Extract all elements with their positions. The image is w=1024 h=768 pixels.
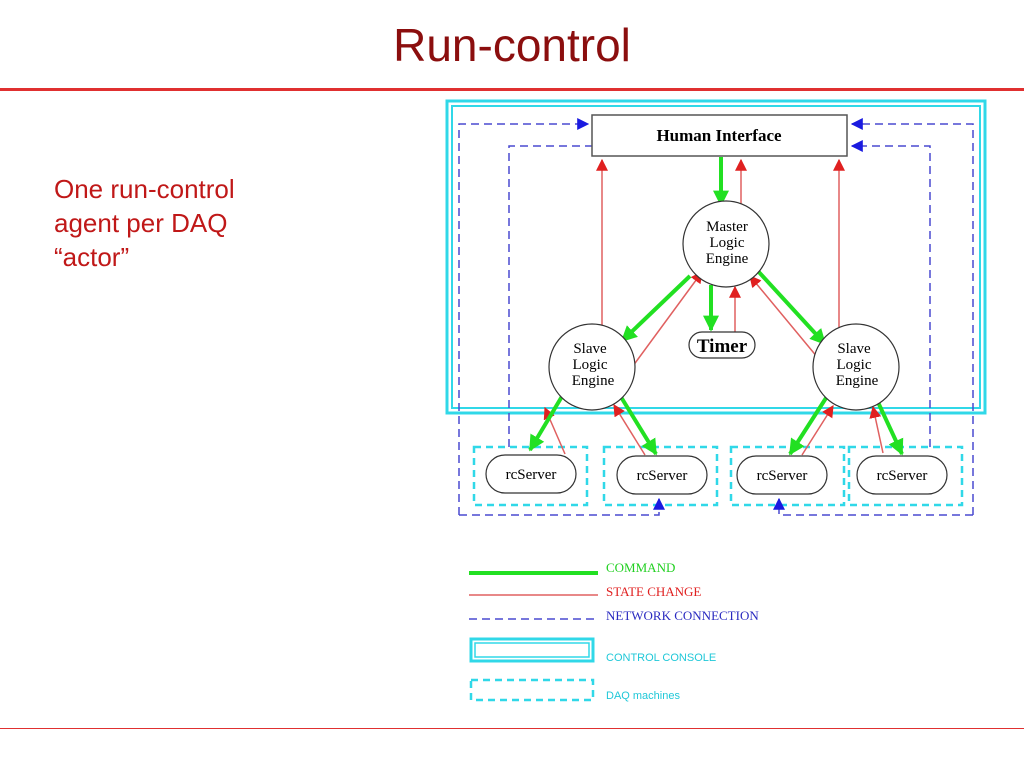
human-interface-node: Human Interface <box>591 114 848 157</box>
rcserver-label-4: rcServer <box>877 468 928 484</box>
bullet-line-3: “actor” <box>54 242 130 272</box>
master-label-2: Logic <box>710 235 745 251</box>
rcserver-node-2: rcServer <box>616 455 708 495</box>
slave-right-label-1: Slave <box>837 341 871 357</box>
legend-console-swatch <box>469 637 595 663</box>
human-interface-label: Human Interface <box>656 126 782 145</box>
daq-machine-boxes <box>472 445 964 507</box>
legend-console-label: CONTROL CONSOLE <box>606 652 716 664</box>
rcserver-node-4: rcServer <box>856 455 948 495</box>
rcserver-node-1: rcServer <box>485 454 577 494</box>
control-console-box <box>445 99 987 415</box>
master-label-1: Master <box>706 219 748 235</box>
legend-daq-label: DAQ machines <box>606 690 680 702</box>
rcserver-label-3: rcServer <box>757 468 808 484</box>
legend-state-change-label: STATE CHANGE <box>606 584 701 599</box>
slave-left-label-2: Logic <box>573 357 608 373</box>
network-connections <box>458 118 974 516</box>
slave-left-label-3: Engine <box>572 373 615 389</box>
bullet-line-1: One run-control <box>54 174 235 204</box>
rcserver-label-1: rcServer <box>506 467 557 483</box>
legend: COMMAND STATE CHANGE NETWORK CONNECTION … <box>469 560 759 702</box>
daq-box-2 <box>602 445 719 507</box>
slave-right-label-2: Logic <box>837 357 872 373</box>
state-change-arrows <box>543 158 884 456</box>
timer-label: Timer <box>697 336 748 357</box>
timer-node: Timer <box>688 331 756 359</box>
slave-left-label-1: Slave <box>573 341 607 357</box>
bullet-text: One run-control agent per DAQ “actor” <box>54 172 354 274</box>
daq-box-1 <box>472 445 589 507</box>
rcserver-label-2: rcServer <box>637 468 688 484</box>
command-arrows <box>528 157 904 456</box>
master-logic-engine-node: Master Logic Engine <box>682 200 770 288</box>
legend-network-label: NETWORK CONNECTION <box>606 608 759 623</box>
daq-box-4 <box>847 445 964 507</box>
slave-right-label-3: Engine <box>836 373 879 389</box>
slave-logic-engine-left-node: Slave Logic Engine <box>548 323 636 411</box>
footer-divider <box>0 728 1024 729</box>
title-divider <box>0 88 1024 91</box>
slide-title: Run-control <box>393 19 631 71</box>
bullet-line-2: agent per DAQ <box>54 208 228 238</box>
rcserver-node-3: rcServer <box>736 455 828 495</box>
master-label-3: Engine <box>706 251 749 267</box>
daq-box-3 <box>729 445 846 507</box>
legend-daq-swatch <box>469 678 595 702</box>
slave-logic-engine-right-node: Slave Logic Engine <box>812 323 900 411</box>
legend-command-label: COMMAND <box>606 560 675 575</box>
